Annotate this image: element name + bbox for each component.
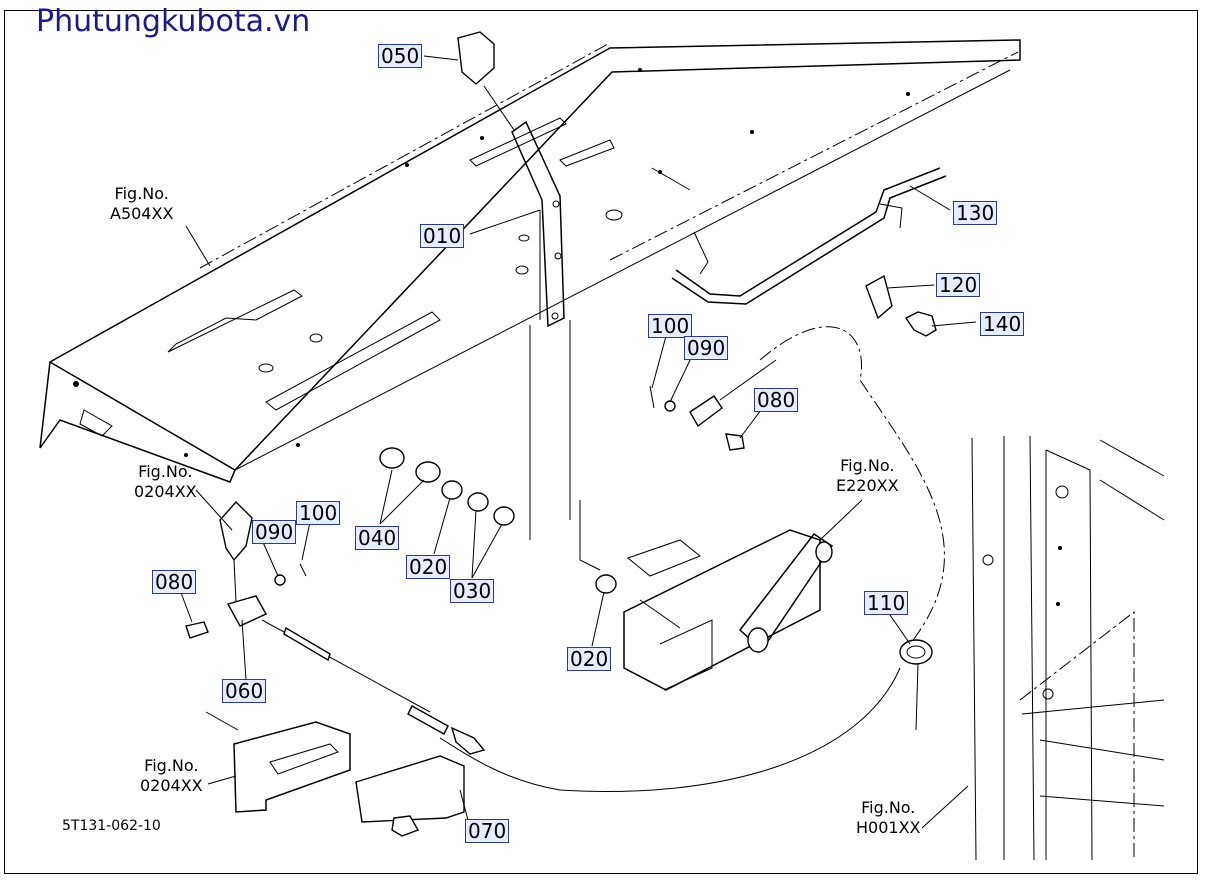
callout-020-left[interactable]: 020: [406, 555, 451, 579]
callout-070[interactable]: 070: [465, 819, 510, 843]
callout-020-right[interactable]: 020: [567, 647, 612, 671]
callout-100-upper[interactable]: 100: [648, 314, 693, 338]
fig-ref-0204xx-upper[interactable]: Fig.No. 0204XX: [134, 462, 197, 502]
callout-090-upper[interactable]: 090: [684, 336, 729, 360]
fig-ref-e220xx[interactable]: Fig.No. E220XX: [836, 456, 899, 496]
callout-140[interactable]: 140: [980, 312, 1025, 336]
return-rod: [651, 167, 947, 337]
upper-clevis: [649, 359, 777, 451]
callout-090-lower[interactable]: 090: [252, 520, 297, 544]
callout-050[interactable]: 050: [378, 44, 423, 68]
right-frame: [971, 435, 1165, 861]
callout-060[interactable]: 060: [222, 679, 267, 703]
fig-ref-number: E220XX: [836, 476, 899, 495]
fig-ref-h001xx[interactable]: Fig.No. H001XX: [856, 798, 921, 838]
floor-plate: [39, 39, 1021, 483]
pedal-bracket: [579, 500, 834, 691]
callout-080-upper[interactable]: 080: [754, 388, 799, 412]
leader-lines: [179, 55, 977, 829]
fig-ref-label: Fig.No.: [138, 462, 193, 481]
callout-010[interactable]: 010: [420, 224, 465, 248]
fig-ref-number: A504XX: [110, 204, 174, 223]
lower-clevis: [185, 500, 307, 639]
callout-130[interactable]: 130: [953, 201, 998, 225]
fig-ref-0204xx-lower[interactable]: Fig.No. 0204XX: [140, 756, 203, 796]
callout-100-lower[interactable]: 100: [296, 501, 341, 525]
callout-120[interactable]: 120: [936, 273, 981, 297]
fig-ref-label: Fig.No.: [861, 798, 916, 817]
fig-ref-number: 0204XX: [140, 776, 203, 795]
cable-clamp: [899, 639, 933, 731]
callout-040[interactable]: 040: [355, 526, 400, 550]
fig-ref-number: 0204XX: [134, 482, 197, 501]
site-watermark: Phutungkubota.vn: [36, 4, 311, 39]
pedal-lever: [457, 31, 571, 540]
nut-washer-stack: [379, 447, 617, 594]
callout-030[interactable]: 030: [450, 579, 495, 603]
fig-ref-label: Fig.No.: [144, 756, 199, 775]
diagram-frame: [4, 10, 1198, 874]
callout-110[interactable]: 110: [864, 591, 909, 615]
callout-080-lower[interactable]: 080: [152, 570, 197, 594]
lower-bracket: [205, 711, 465, 837]
fig-ref-number: H001XX: [856, 818, 921, 837]
diagram-code: 5T131-062-10: [62, 818, 161, 834]
fig-ref-label: Fig.No.: [114, 184, 169, 203]
fig-ref-a504xx[interactable]: Fig.No. A504XX: [110, 184, 173, 224]
fig-ref-label: Fig.No.: [840, 456, 895, 475]
control-cable: [261, 326, 945, 792]
